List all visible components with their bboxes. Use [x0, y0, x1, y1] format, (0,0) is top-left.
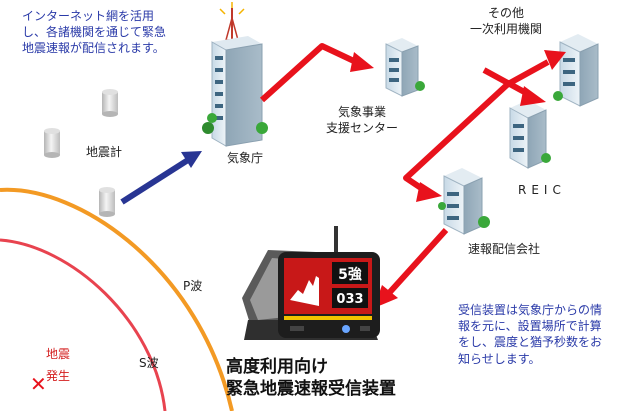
red-arrow-route-icon — [403, 59, 550, 193]
label-broadcaster: 速報配信会社 — [468, 242, 541, 256]
device-title: 高度利用向け 緊急地震速報受信装置 — [226, 357, 396, 400]
seismometer-icon — [44, 89, 118, 217]
red-arrow-head-broadcaster — [416, 182, 442, 202]
other-primary-building-icon — [553, 34, 599, 107]
label-occurrence: 発生 — [46, 369, 71, 383]
s-wave-arc — [0, 238, 167, 411]
jma-building-icon — [202, 2, 268, 147]
p-wave-arc — [0, 187, 234, 411]
label-seismometer: 地震計 — [86, 145, 123, 159]
label-jma: 気象庁 — [227, 151, 264, 165]
receiver-device-icon: 5強 033 — [242, 226, 380, 340]
red-arrow-head-reic — [520, 86, 546, 106]
support-center-building-icon — [385, 38, 425, 97]
intro-note: インターネット網を活用 し、各諸機関を通じて緊急 地震速報が配信されます。 — [22, 9, 167, 56]
blue-arrow-icon — [120, 151, 202, 205]
label-support-center: 気象事業 支援センター — [326, 105, 399, 136]
red-arrow-icon — [259, 43, 358, 103]
screen-seconds: 033 — [336, 292, 363, 307]
label-earthquake: 地震 — [46, 347, 71, 361]
label-other-primary: その他 一次利用機関 — [470, 6, 543, 37]
label-s-wave: S波 — [139, 356, 159, 370]
label-reic: REIC — [518, 183, 566, 197]
screen-intensity: 5強 — [338, 266, 362, 283]
reic-building-icon — [509, 100, 551, 169]
device-note: 受信装置は気象庁からの情 報を元に、設置場所で計算 をし、震度と猶予秒数をお 知… — [458, 303, 603, 366]
label-p-wave: P波 — [183, 279, 203, 293]
broadcaster-building-icon — [438, 168, 490, 235]
red-arrow-device-icon — [374, 227, 449, 308]
red-arrow-head-support — [350, 52, 374, 72]
epicenter-marker-icon: ✕ — [30, 372, 47, 396]
red-arrow-head-other — [544, 50, 566, 70]
